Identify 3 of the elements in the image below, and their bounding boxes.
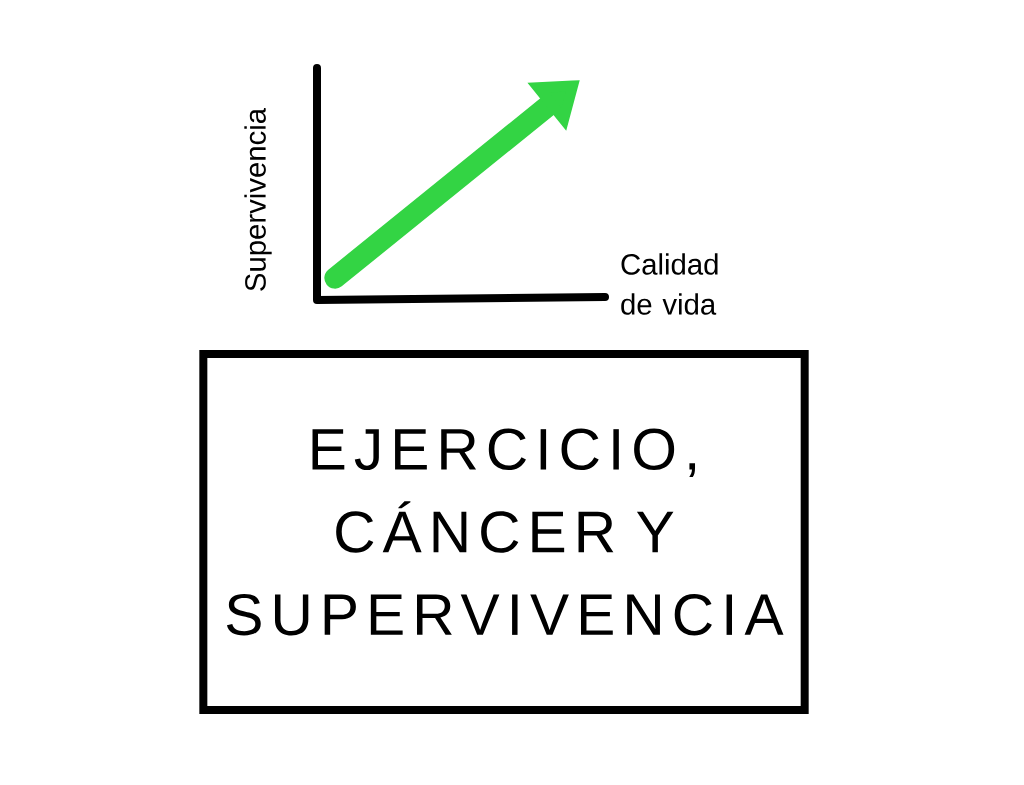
axis-label: Calidad de vida	[621, 253, 718, 315]
axis-label: Supervivencia	[244, 107, 272, 291]
title-box: EJERCICIO, CÁNCER Y SUPERVIVENCIA	[199, 350, 809, 714]
